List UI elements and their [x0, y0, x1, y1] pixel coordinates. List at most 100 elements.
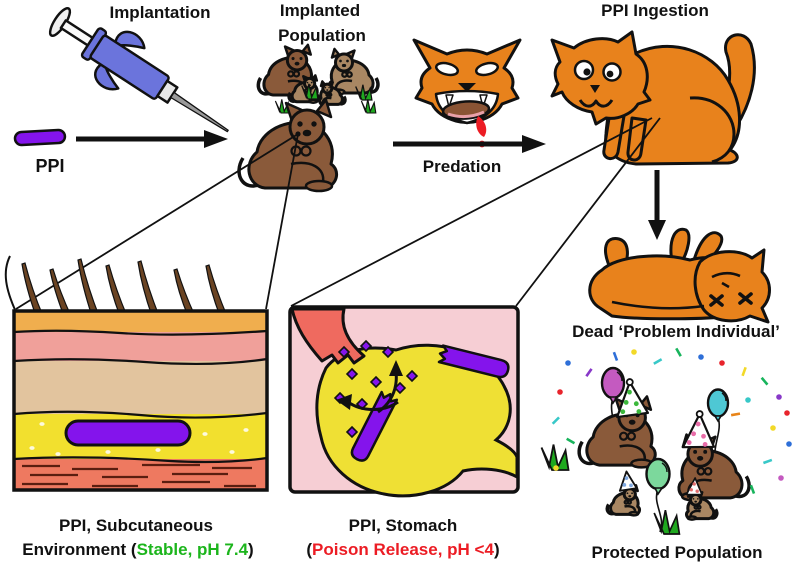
- balloon-teal: [706, 388, 730, 467]
- confetti-piece: [553, 465, 559, 471]
- large-implanted-quokka: [237, 98, 339, 193]
- confetti-piece: [698, 354, 704, 360]
- balloon-shine: [661, 462, 668, 473]
- confetti-piece: [778, 475, 784, 481]
- cat-pupil: [606, 70, 614, 78]
- party-hat: [618, 470, 638, 492]
- zoom-line: [15, 133, 299, 310]
- label-predation: Predation: [423, 157, 501, 176]
- confetti-piece: [557, 389, 563, 395]
- hat-pom: [695, 410, 704, 418]
- release-arrowhead: [336, 394, 352, 410]
- predation-arrow: [393, 135, 546, 153]
- implanted-capsule: [64, 419, 192, 447]
- cat-pupil: [583, 68, 591, 76]
- hat-pom: [625, 378, 634, 386]
- label-subcutaneous-line1: PPI, Subcutaneous: [59, 516, 213, 535]
- confetti: [551, 347, 792, 495]
- balloon-shine: [721, 392, 727, 402]
- dermis-layer: [14, 332, 267, 361]
- label-implantation: Implantation: [109, 3, 210, 22]
- implantation-arrow: [76, 130, 228, 148]
- cat-head: [550, 30, 652, 126]
- balloon-shine: [616, 371, 623, 382]
- x-eye: [709, 292, 753, 307]
- hat-dots: [620, 389, 642, 415]
- ingestion-cat: [550, 30, 756, 166]
- stomach-panel: [288, 305, 520, 498]
- grass-tuft: [360, 98, 377, 114]
- cat-fang: [479, 94, 488, 108]
- hat-dots: [622, 476, 633, 488]
- prey-belly-line: [447, 110, 485, 119]
- release-arrow: [347, 400, 399, 411]
- confetti-piece: [760, 376, 769, 386]
- poison-release-text: Poison Release, pH <4: [312, 540, 494, 559]
- balloon-knot: [713, 415, 723, 423]
- balloon-green: [645, 457, 671, 533]
- poison-particle: [405, 369, 419, 383]
- layer-boundaries: [13, 329, 268, 464]
- party-hat-pink: [681, 410, 716, 449]
- dead-cat-brow: [711, 271, 741, 279]
- poison-particle: [345, 367, 359, 381]
- hair: [21, 262, 44, 317]
- cat-fang: [445, 94, 454, 108]
- confetti-piece: [566, 437, 576, 445]
- confetti-piece: [675, 347, 682, 357]
- confetti-piece: [631, 349, 637, 355]
- zoom-lines-stomach: [290, 117, 661, 307]
- release-arrowhead: [389, 360, 403, 376]
- party-hat-baby: [618, 470, 638, 492]
- confetti-piece: [719, 360, 725, 366]
- capsule-fragment: [437, 344, 510, 379]
- party-hat-green: [616, 378, 650, 419]
- confetti-piece: [612, 351, 619, 362]
- implant-site-dot: [295, 131, 301, 137]
- skin-panel-border: [12, 309, 269, 492]
- poison-particle: [381, 345, 395, 359]
- hair: [173, 268, 196, 317]
- muscle-striations: [22, 463, 256, 488]
- confetti-piece: [741, 366, 747, 377]
- label-ppi: PPI: [35, 156, 64, 176]
- confetti-piece: [565, 360, 571, 366]
- cat-eye: [573, 59, 595, 81]
- confetti-piece: [745, 397, 751, 403]
- zoom-lines-skin: [15, 131, 301, 310]
- balloon: [706, 388, 730, 418]
- hat-dots: [689, 482, 699, 493]
- skin-cross-section: [4, 255, 269, 492]
- confetti-piece: [653, 358, 663, 365]
- poison-particle: [359, 339, 373, 353]
- cat-worried-mouth: [578, 99, 614, 108]
- party-hat: [681, 412, 716, 449]
- zoom-line: [290, 117, 653, 307]
- confetti-piece: [749, 484, 756, 495]
- syringe-illustration: [48, 7, 229, 133]
- confetti-piece: [762, 458, 773, 465]
- confetti-piece: [585, 368, 593, 378]
- label-stomach-line2: (Poison Release, pH <4): [306, 540, 499, 559]
- release-arrows: [336, 360, 403, 414]
- balloon: [600, 366, 626, 400]
- grass-tuft: [653, 509, 681, 535]
- subcutaneous-layer: [14, 361, 267, 414]
- label-implanted-population-line1: Implanted: [280, 1, 360, 20]
- confetti-piece: [776, 394, 782, 400]
- hair: [49, 268, 72, 317]
- label-subcutaneous-line2: Environment (Stable, pH 7.4): [22, 540, 253, 559]
- implanted-population-group: [237, 43, 379, 193]
- balloon-knot: [653, 487, 664, 496]
- death-arrow: [648, 170, 666, 240]
- dead-cat-belly-line: [611, 300, 705, 310]
- protected-population-group: [540, 347, 792, 535]
- angry-eye: [434, 61, 460, 77]
- fat-speckles: [29, 422, 249, 456]
- cat-front-leg: [602, 110, 626, 160]
- stable-ph-text: Stable, pH 7.4: [137, 540, 249, 559]
- poison-particle: [345, 425, 359, 439]
- hair: [137, 260, 160, 317]
- confetti-piece: [784, 410, 790, 416]
